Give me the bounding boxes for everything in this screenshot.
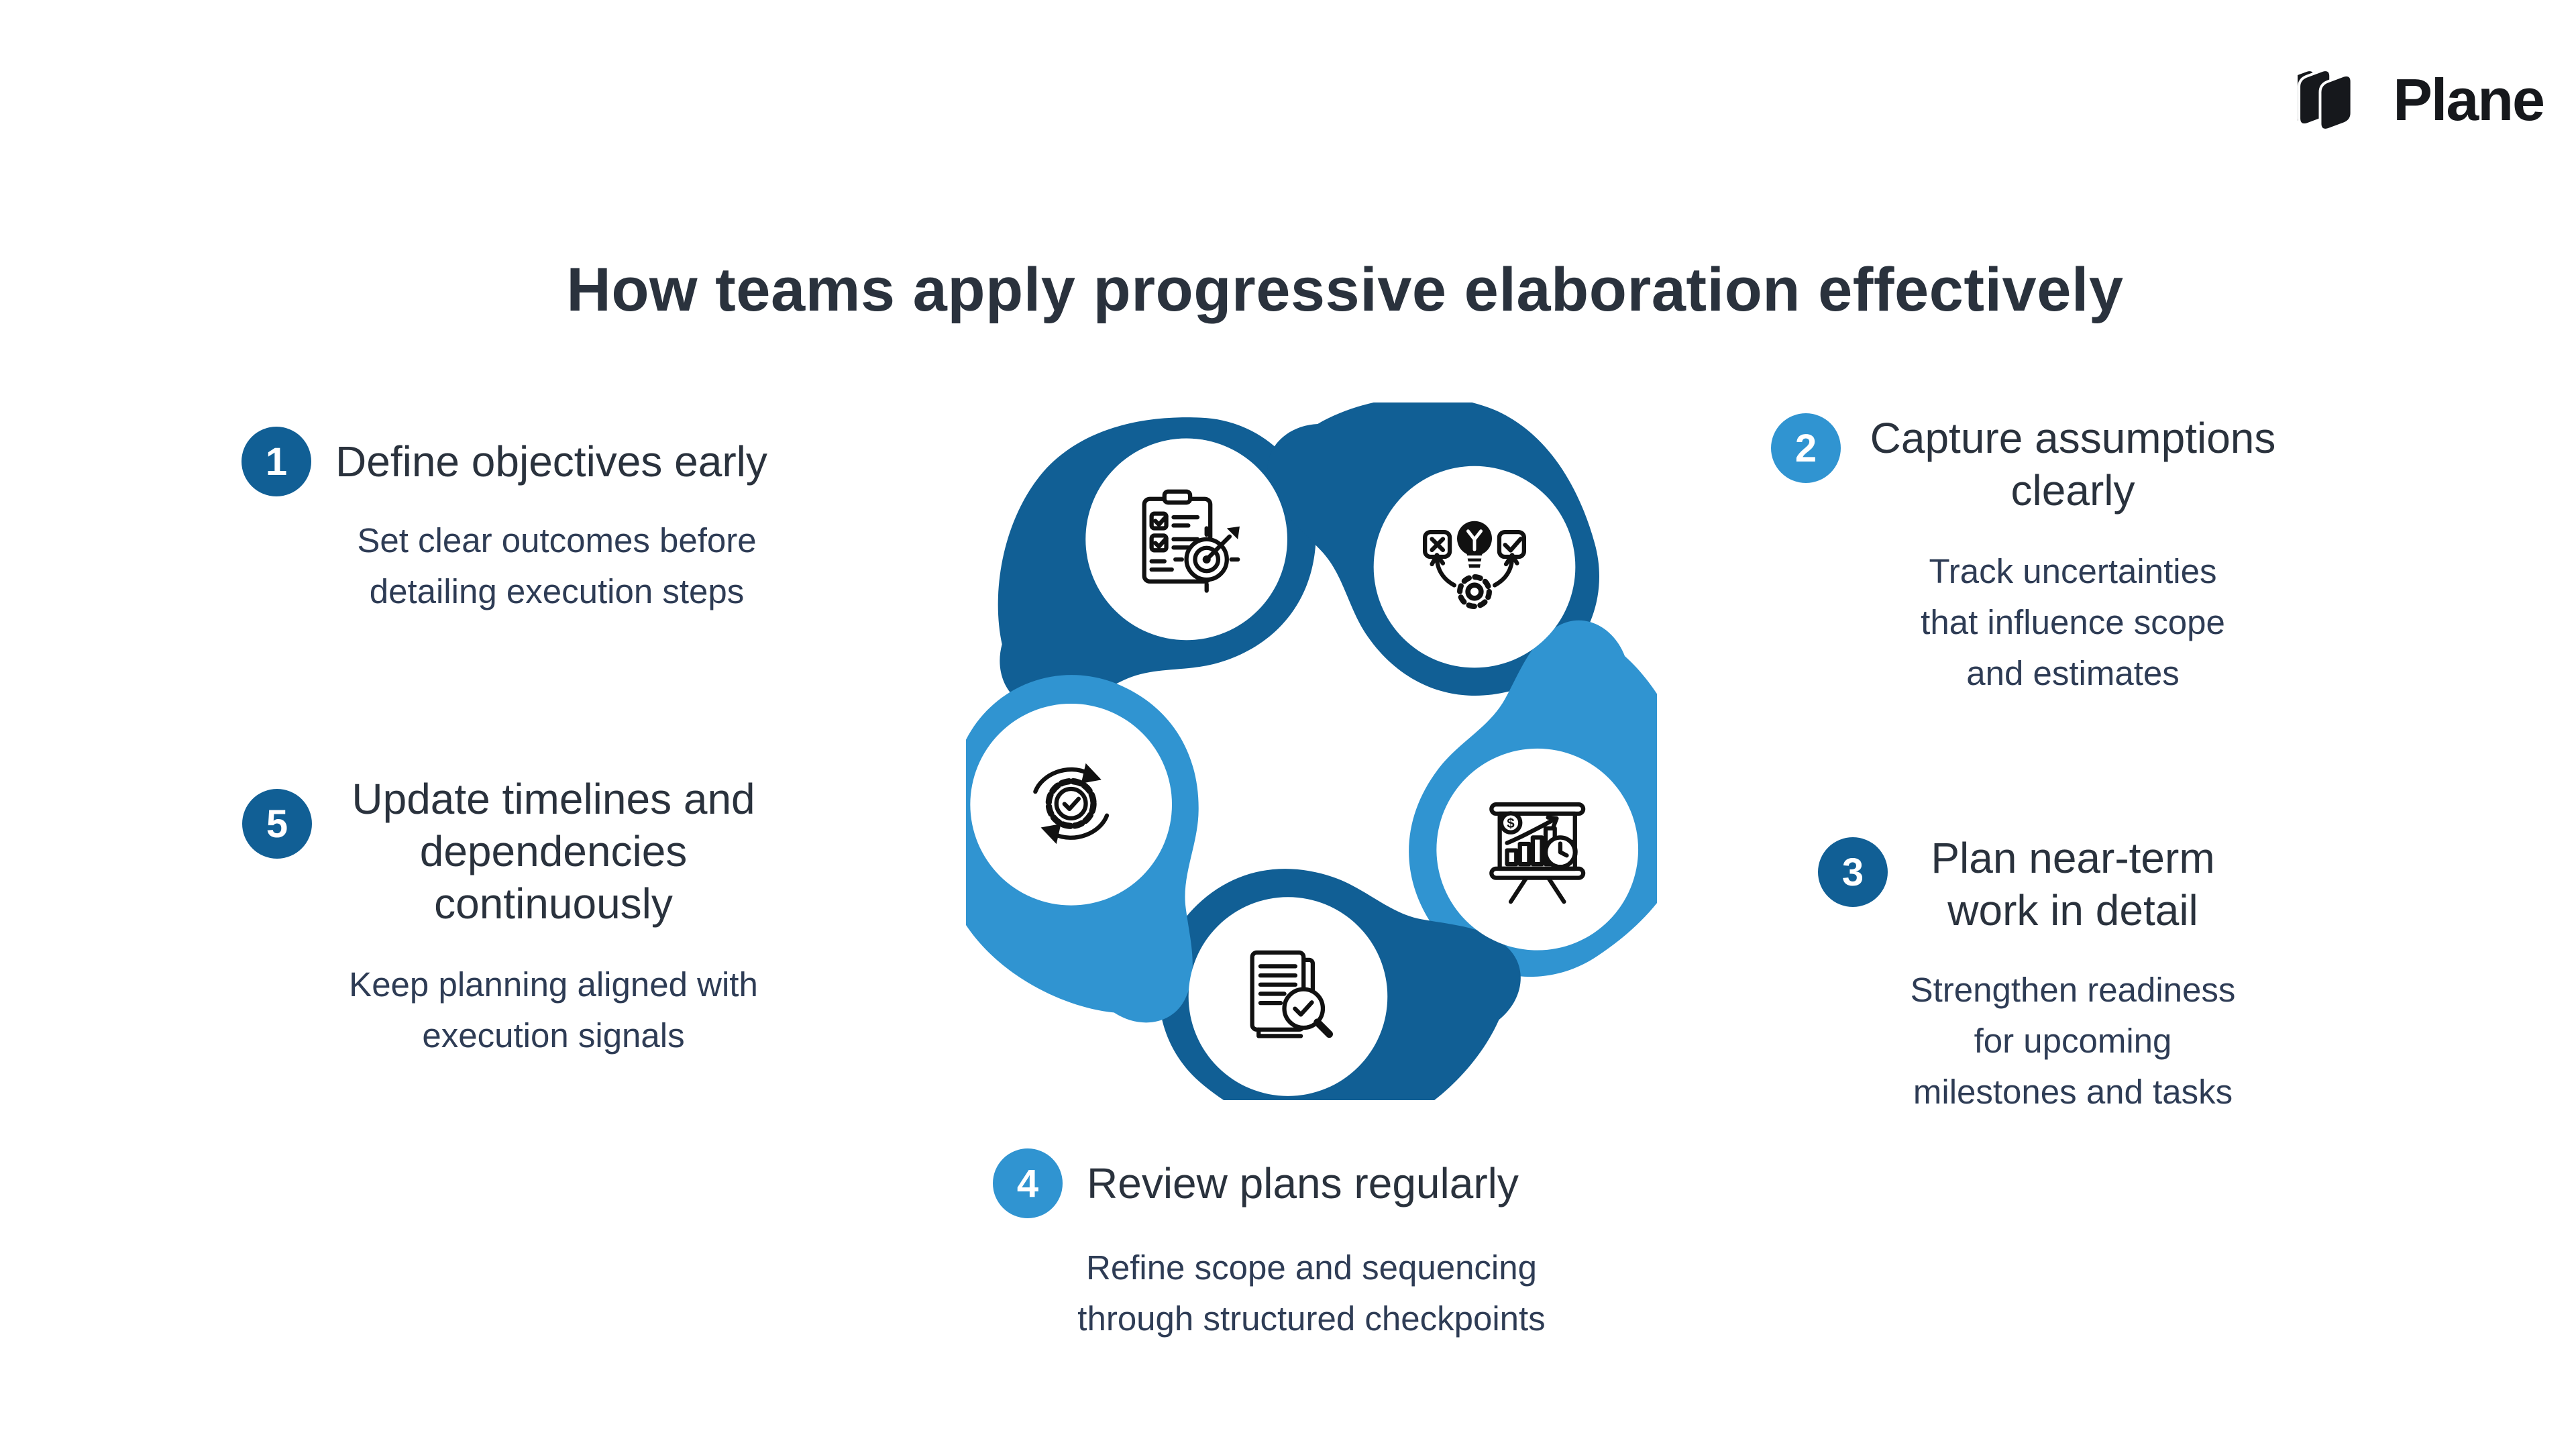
step-5-description: Keep planning aligned with execution sig… — [349, 965, 758, 1055]
process-cycle-diagram: $ — [966, 402, 1657, 1100]
step-2-description: Track uncertainties that influence scope… — [1921, 552, 2225, 692]
continuous-cycle-check-icon — [1033, 763, 1110, 845]
step-1-description: Set clear outcomes before detailing exec… — [357, 521, 757, 610]
step-5: 5 Update timelines and dependencies cont… — [235, 773, 872, 1061]
step-2-number-badge: 2 — [1771, 413, 1841, 483]
step-2-title: Capture assumptions clearly — [1870, 414, 2276, 515]
step-1-number-badge: 1 — [241, 427, 311, 496]
step-4-number-badge: 4 — [993, 1148, 1063, 1218]
document-review-magnifier-icon — [1250, 950, 1334, 1038]
page-title: How teams apply progressive elaboration … — [566, 255, 2124, 324]
step-3-title: Plan near-term work in detail — [1931, 834, 2215, 934]
plane-logo-text: Plane — [2393, 66, 2545, 133]
dollar-glyph: $ — [1507, 816, 1515, 831]
step-4-description: Refine scope and sequencing through stru… — [1077, 1248, 1546, 1338]
step-5-number-badge: 5 — [242, 789, 312, 859]
decision-lightbulb-gear-icon — [1423, 521, 1527, 609]
clipboard-checklist-target-icon — [1142, 489, 1240, 593]
step-1-title: Define objectives early — [335, 437, 767, 486]
plane-logo-icon — [2298, 68, 2353, 131]
step-4-title: Review plans regularly — [1087, 1159, 1519, 1208]
step-3-description: Strengthen readiness for upcoming milest… — [1910, 971, 2236, 1111]
step-3-number-badge: 3 — [1818, 837, 1888, 907]
step-5-title: Update timelines and dependencies contin… — [352, 775, 755, 928]
step-2: 2 Capture assumptions clearly Track unce… — [1771, 404, 2375, 699]
icon-circle-step3 — [1436, 748, 1639, 951]
presentation-growth-chart-icon: $ — [1489, 802, 1586, 904]
step-4: 4 Review plans regularly Refine scope an… — [993, 1148, 1630, 1344]
step-1: 1 Define objectives early Set clear outc… — [241, 427, 872, 617]
plane-logo: Plane — [2298, 66, 2545, 134]
step-3: 3 Plan near-term work in detail Strength… — [1774, 832, 2371, 1118]
